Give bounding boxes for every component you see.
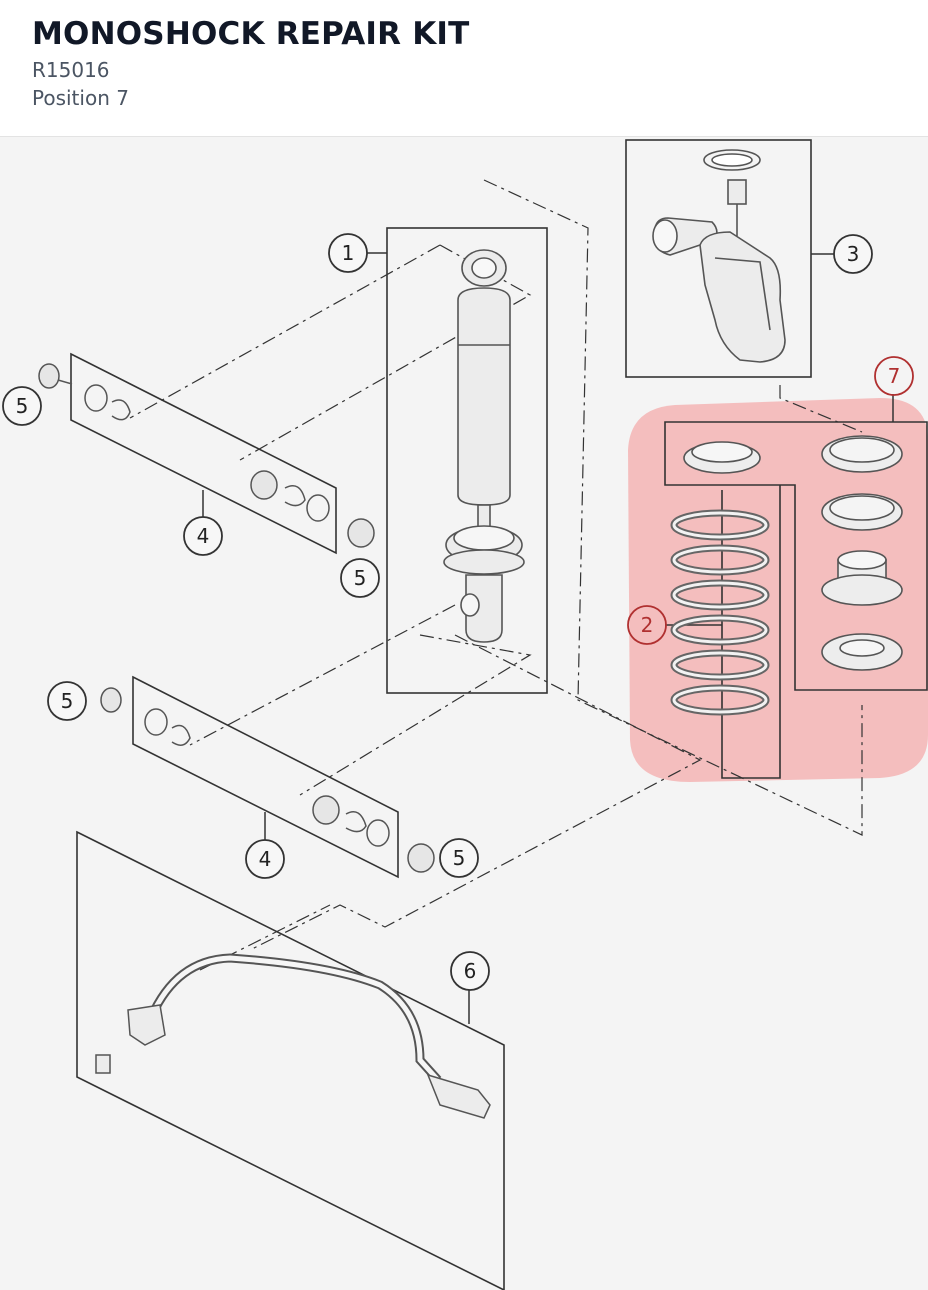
callout-4-upper: 4 [183, 516, 223, 556]
svg-text:5: 5 [61, 689, 74, 713]
part-number: R15016 [32, 58, 110, 82]
callout-2: 2 [627, 605, 667, 645]
callout-5-d: 5 [439, 838, 479, 878]
svg-text:2: 2 [641, 613, 654, 637]
shock-absorber [443, 249, 525, 643]
callouts: 1 2 3 4 4 5 5 5 [2, 233, 914, 991]
reservoir-frame [625, 139, 812, 378]
svg-text:3: 3 [847, 242, 860, 266]
leader-lines [129, 179, 863, 971]
page-header: MONOSHOCK REPAIR KIT R15016 Position 7 [0, 0, 928, 137]
callout-4-lower: 4 [245, 839, 285, 879]
callout-6: 6 [450, 951, 490, 991]
callout-5-b: 5 [340, 558, 380, 598]
svg-text:1: 1 [342, 241, 355, 265]
exploded-parts-diagram: 1 2 3 4 4 5 5 5 [0, 137, 928, 1290]
svg-text:6: 6 [464, 959, 477, 983]
seal-rings [683, 435, 903, 671]
position-label: Position 7 [32, 86, 129, 110]
svg-text:4: 4 [197, 524, 210, 548]
shock-frame [386, 227, 548, 694]
svg-text:4: 4 [259, 847, 272, 871]
bushings [38, 363, 435, 873]
callout-1: 1 [328, 233, 368, 273]
page-title: MONOSHOCK REPAIR KIT [32, 16, 470, 52]
sensor-cable [95, 953, 491, 1119]
reservoir-unit [652, 149, 786, 363]
svg-text:7: 7 [888, 364, 901, 388]
bushing-panel-lower [132, 675, 399, 879]
callout-5-a: 5 [2, 386, 42, 426]
svg-text:5: 5 [354, 566, 367, 590]
callout-5-c: 5 [47, 681, 87, 721]
callout-7: 7 [874, 356, 914, 396]
bushing-panel-upper [70, 352, 337, 555]
svg-text:5: 5 [453, 846, 466, 870]
svg-text:5: 5 [16, 394, 29, 418]
callout-3: 3 [833, 234, 873, 274]
